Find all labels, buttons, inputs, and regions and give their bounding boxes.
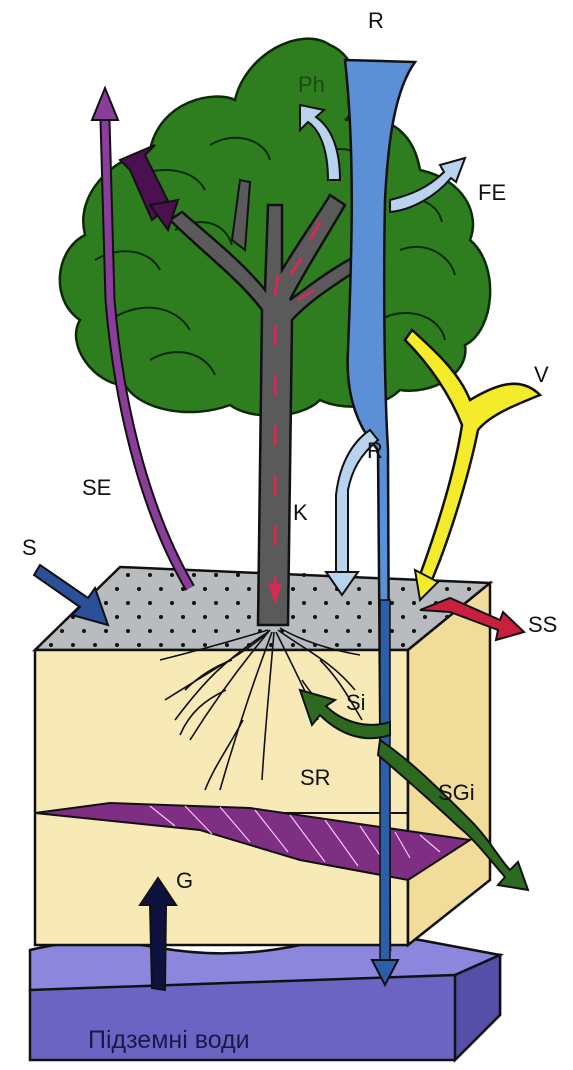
label-r-mid: R xyxy=(367,438,383,463)
litter-dot xyxy=(181,643,185,647)
litter-dot xyxy=(335,615,339,619)
label-s: S xyxy=(22,535,37,560)
litter-dot xyxy=(368,629,372,633)
label-ss: SS xyxy=(528,612,557,637)
litter-dot xyxy=(313,615,317,619)
litter-dot xyxy=(126,601,130,605)
litter-dot xyxy=(60,629,64,633)
litter-dot xyxy=(192,573,196,577)
label-si: Si xyxy=(346,690,366,715)
litter-dot xyxy=(115,643,119,647)
litter-dot xyxy=(401,587,405,591)
litter-dot xyxy=(192,601,196,605)
label-r-top: R xyxy=(368,8,384,33)
litter-dot xyxy=(412,601,416,605)
litter-dot xyxy=(291,615,295,619)
litter-dot xyxy=(346,601,350,605)
litter-dot xyxy=(170,629,174,633)
litter-dot xyxy=(302,573,306,577)
litter-dot xyxy=(82,629,86,633)
litter-dot xyxy=(203,615,207,619)
litter-dot xyxy=(302,601,306,605)
litter-dot xyxy=(324,629,328,633)
label-v: V xyxy=(534,362,549,387)
label-ph: Ph xyxy=(298,72,325,97)
litter-dot xyxy=(170,601,174,605)
litter-dot xyxy=(137,587,141,591)
label-groundwater: Підземні води xyxy=(88,1026,250,1054)
litter-dot xyxy=(445,615,449,619)
litter-dot xyxy=(357,587,361,591)
litter-dot xyxy=(71,643,75,647)
litter-dot xyxy=(214,573,218,577)
litter-dot xyxy=(159,615,163,619)
litter-dot xyxy=(192,629,196,633)
litter-dot xyxy=(104,629,108,633)
litter-dot xyxy=(225,643,229,647)
litter-dot xyxy=(467,587,471,591)
litter-dot xyxy=(148,601,152,605)
label-fe: FE xyxy=(478,180,506,205)
label-se: SE xyxy=(82,475,111,500)
litter-dot xyxy=(159,587,163,591)
litter-dot xyxy=(214,629,218,633)
litter-dot xyxy=(423,615,427,619)
litter-dot xyxy=(225,615,229,619)
litter-dot xyxy=(236,573,240,577)
litter-dot xyxy=(357,643,361,647)
litter-dot xyxy=(115,615,119,619)
label-k: K xyxy=(293,500,308,525)
litter-dot xyxy=(170,573,174,577)
litter-dot xyxy=(346,629,350,633)
litter-dot xyxy=(324,601,328,605)
litter-dot xyxy=(93,643,97,647)
litter-dot xyxy=(137,643,141,647)
litter-dot xyxy=(126,573,130,577)
litter-dot xyxy=(115,587,119,591)
litter-dot xyxy=(159,643,163,647)
litter-dot xyxy=(313,587,317,591)
litter-dot xyxy=(148,573,152,577)
litter-dot xyxy=(225,587,229,591)
litter-dot xyxy=(236,629,240,633)
litter-dot xyxy=(104,601,108,605)
label-sr: SR xyxy=(300,765,331,790)
litter-dot xyxy=(203,587,207,591)
label-g: G xyxy=(176,868,193,893)
litter-dot xyxy=(291,587,295,591)
litter-dot xyxy=(335,643,339,647)
litter-dot xyxy=(401,615,405,619)
litter-dot xyxy=(148,629,152,633)
litter-dot xyxy=(291,643,295,647)
litter-dot xyxy=(203,643,207,647)
litter-dot xyxy=(137,615,141,619)
litter-dot xyxy=(401,643,405,647)
litter-dot xyxy=(181,615,185,619)
litter-dot xyxy=(412,629,416,633)
litter-dot xyxy=(126,629,130,633)
litter-dot xyxy=(247,587,251,591)
litter-dot xyxy=(368,601,372,605)
litter-dot xyxy=(236,601,240,605)
litter-dot xyxy=(247,615,251,619)
litter-dot xyxy=(214,601,218,605)
litter-dot xyxy=(49,643,53,647)
litter-dot xyxy=(302,629,306,633)
label-sgi: SGi xyxy=(438,780,475,805)
litter-dot xyxy=(357,615,361,619)
litter-dot xyxy=(445,587,449,591)
